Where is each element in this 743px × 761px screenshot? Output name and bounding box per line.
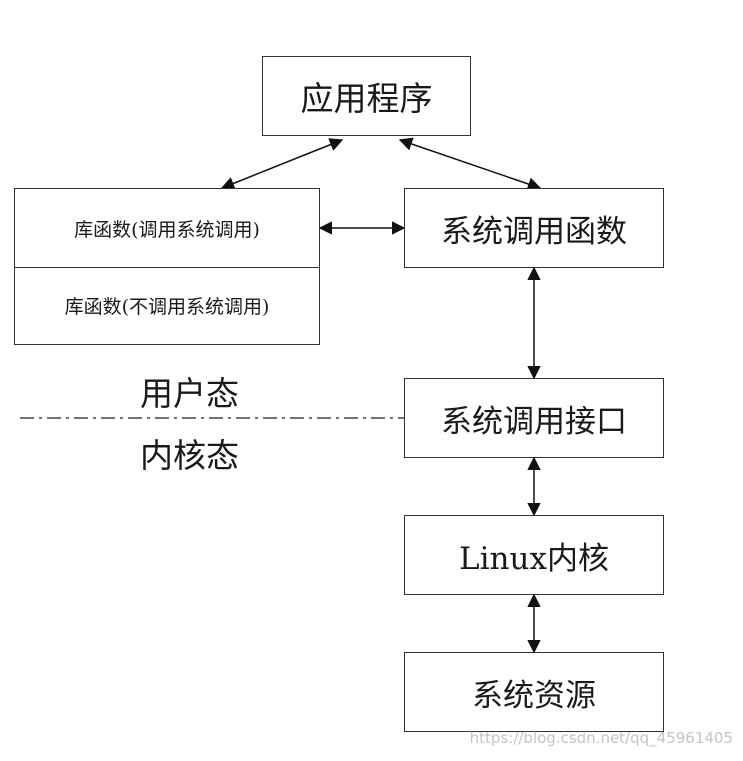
zone-kernel-label: 内核态 (140, 436, 239, 475)
node-syscall-func: 系统调用函数 (404, 188, 664, 268)
node-library-group: 库函数(调用系统调用) 库函数(不调用系统调用) (14, 188, 320, 345)
node-app: 应用程序 (262, 56, 471, 136)
watermark: https://blog.csdn.net/qq_45961405 (469, 729, 733, 747)
node-resources-label: 系统资源 (472, 677, 596, 714)
node-resources: 系统资源 (404, 652, 664, 732)
zone-user-label: 用户态 (140, 374, 239, 413)
node-syscall-func-label: 系统调用函数 (441, 213, 627, 250)
node-lib-no-syscall-label: 库函数(不调用系统调用) (64, 296, 270, 318)
node-lib-no-syscall: 库函数(不调用系统调用) (15, 267, 319, 344)
arrow-app-syscall (398, 137, 542, 191)
node-lib-syscall: 库函数(调用系统调用) (15, 189, 319, 268)
node-lib-syscall-label: 库函数(调用系统调用) (74, 218, 260, 241)
node-kernel: Linux内核 (404, 515, 664, 595)
node-app-label: 应用程序 (300, 79, 433, 118)
node-kernel-label: Linux内核 (459, 540, 609, 577)
node-syscall-iface-label: 系统调用接口 (441, 403, 627, 440)
arrow-app-lib (220, 138, 344, 190)
node-syscall-iface: 系统调用接口 (404, 378, 664, 458)
